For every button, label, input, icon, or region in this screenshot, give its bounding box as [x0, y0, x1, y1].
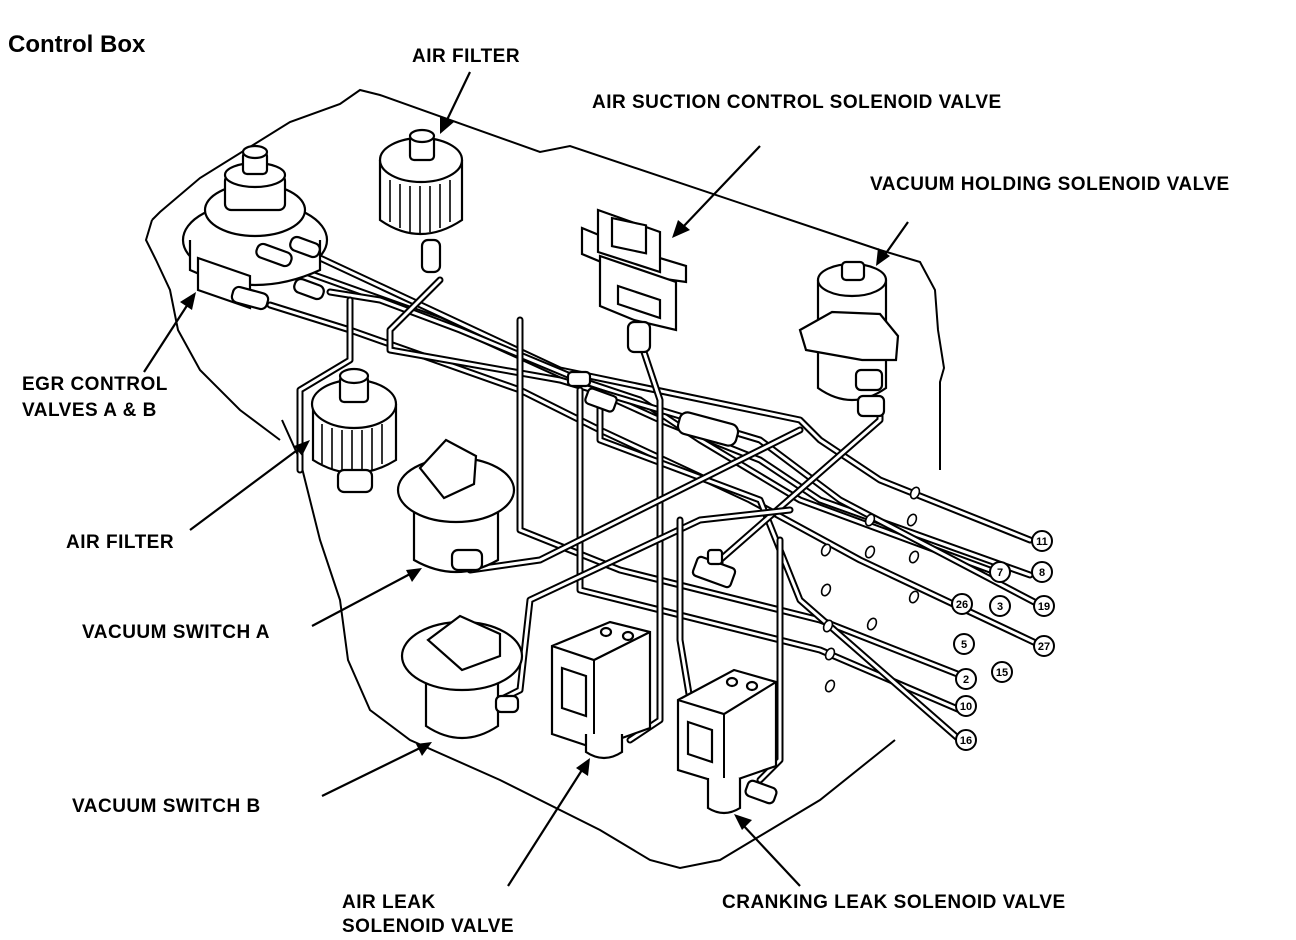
port-number: 7 [997, 567, 1003, 579]
port-number: 26 [956, 599, 968, 611]
cranking-leak-solenoid-valve [676, 668, 778, 815]
vacuum-switch-a [396, 438, 516, 574]
port-number: 8 [1039, 567, 1045, 579]
label-cranking-leak-solenoid-valve: CRANKING LEAK SOLENOID VALVE [722, 892, 1066, 913]
label-air-filter-left: AIR FILTER [66, 532, 174, 553]
port-number: 2 [963, 674, 969, 686]
air-filter-left [310, 367, 398, 494]
port-marker: 19 [1033, 595, 1055, 617]
port-marker: 16 [955, 729, 977, 751]
leader-lines [143, 71, 909, 887]
label-vacuum-switch-b: VACUUM SWITCH B [72, 796, 261, 817]
label-egr-control-line1: EGR CONTROL [22, 374, 168, 395]
port-rings [820, 486, 921, 693]
port-marker: 5 [953, 633, 975, 655]
label-vacuum-switch-a: VACUUM SWITCH A [82, 622, 270, 643]
port-number: 27 [1038, 641, 1050, 653]
egr-control-valves [181, 144, 329, 311]
label-air-suction-control-solenoid-valve: AIR SUCTION CONTROL SOLENOID VALVE [592, 92, 1002, 113]
label-vacuum-holding-solenoid-valve: VACUUM HOLDING SOLENOID VALVE [870, 174, 1230, 195]
port-marker: 2 [955, 668, 977, 690]
port-marker: 11 [1031, 530, 1053, 552]
air-leak-solenoid-valve [550, 620, 652, 760]
port-number: 3 [997, 601, 1003, 613]
label-air-filter-top: AIR FILTER [412, 46, 520, 67]
diagram-title: Control Box [8, 31, 146, 58]
component-labels: AIR FILTER AIR SUCTION CONTROL SOLENOID … [22, 46, 1230, 937]
port-marker: 7 [989, 561, 1011, 583]
air-suction-control-solenoid-valve [580, 208, 688, 354]
port-marker: 27 [1033, 635, 1055, 657]
port-number: 5 [961, 639, 967, 651]
port-marker: 8 [1031, 561, 1053, 583]
label-air-leak-line2: SOLENOID VALVE [342, 916, 514, 937]
label-egr-control-line2: VALVES A & B [22, 400, 157, 421]
port-number: 10 [960, 701, 972, 713]
port-number: 16 [960, 735, 972, 747]
vacuum-switch-b [400, 614, 524, 740]
inline-fittings [566, 370, 740, 589]
port-marker: 26 [951, 593, 973, 615]
port-number-markers: 11 8 7 19 3 26 27 5 15 2 10 16 [951, 530, 1055, 751]
port-marker: 3 [989, 595, 1011, 617]
label-air-leak-line1: AIR LEAK [342, 892, 436, 913]
air-filter-top [378, 128, 464, 274]
port-number: 15 [996, 667, 1008, 679]
port-marker: 10 [955, 695, 977, 717]
port-marker: 15 [991, 661, 1013, 683]
port-number: 11 [1036, 536, 1048, 548]
vacuum-hoses [266, 254, 1044, 784]
port-number: 19 [1038, 601, 1050, 613]
vacuum-holding-solenoid-valve [798, 260, 900, 418]
